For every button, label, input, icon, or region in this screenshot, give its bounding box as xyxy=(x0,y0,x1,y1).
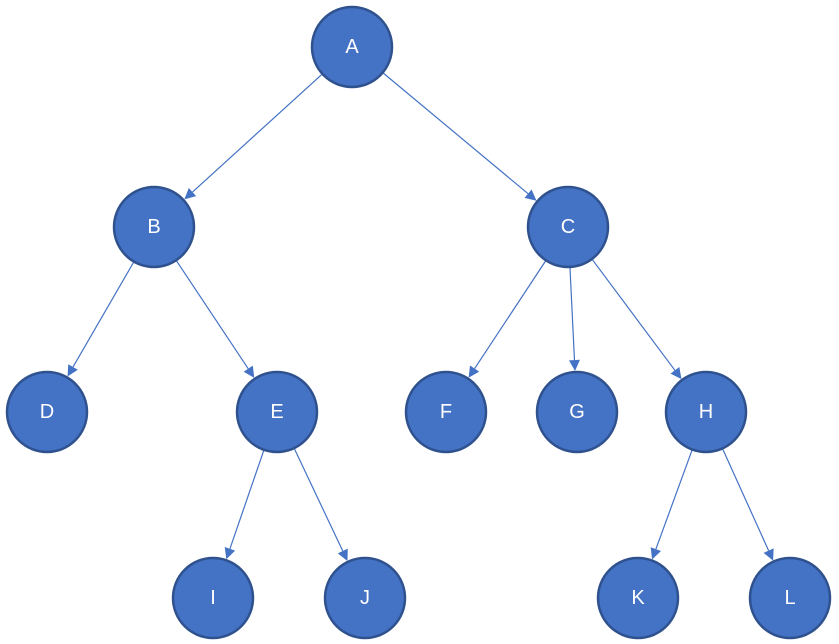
arrow-head xyxy=(650,547,662,560)
arrow-head xyxy=(763,548,774,561)
node-circle xyxy=(112,185,196,269)
edge-line xyxy=(382,72,529,195)
edge-A-C xyxy=(382,72,537,201)
node-label: G xyxy=(569,401,585,423)
node-circle xyxy=(535,370,619,454)
node-circle xyxy=(310,5,394,89)
edge-line xyxy=(474,260,547,369)
edge-H-K xyxy=(650,449,693,560)
edge-line xyxy=(229,449,265,550)
edge-C-F xyxy=(468,260,547,378)
arrow-head xyxy=(468,365,480,378)
arrow-head xyxy=(224,547,236,560)
arrow-head xyxy=(67,364,78,377)
node-L: L xyxy=(748,556,832,640)
edge-line xyxy=(175,259,249,370)
node-label: E xyxy=(270,401,283,423)
arrow-head xyxy=(337,548,348,561)
edge-B-D xyxy=(67,261,135,377)
arrow-head xyxy=(184,187,197,200)
node-label: B xyxy=(147,216,160,238)
node-circle xyxy=(404,370,488,454)
edge-C-H xyxy=(591,258,682,380)
node-label: D xyxy=(40,401,54,423)
edges-layer xyxy=(67,72,774,561)
node-circle xyxy=(526,185,610,269)
node-circle xyxy=(596,556,680,640)
node-J: J xyxy=(323,556,407,640)
edge-C-G xyxy=(568,266,580,372)
arrow-head xyxy=(670,367,682,380)
node-D: D xyxy=(5,370,89,454)
arrow-head xyxy=(524,189,537,201)
node-label: H xyxy=(699,401,713,423)
node-label: C xyxy=(561,216,575,238)
node-label: K xyxy=(631,587,645,609)
edge-A-B xyxy=(184,73,323,200)
node-B: B xyxy=(112,185,196,269)
edge-H-L xyxy=(721,448,774,561)
arrow-head xyxy=(243,365,255,378)
node-C: C xyxy=(526,185,610,269)
node-E: E xyxy=(235,370,319,454)
edge-line xyxy=(192,73,323,193)
node-label: A xyxy=(345,36,359,58)
edge-line xyxy=(569,266,576,361)
node-G: G xyxy=(535,370,619,454)
node-A: A xyxy=(310,5,394,89)
node-K: K xyxy=(596,556,680,640)
edge-line xyxy=(655,449,693,550)
node-circle xyxy=(323,556,407,640)
node-label: I xyxy=(210,587,216,609)
node-circle xyxy=(664,370,748,454)
node-circle xyxy=(5,370,89,454)
edge-B-E xyxy=(175,259,255,378)
edge-line xyxy=(72,261,135,368)
edge-line xyxy=(591,258,676,371)
node-F: F xyxy=(404,370,488,454)
edge-line xyxy=(721,448,770,551)
node-H: H xyxy=(664,370,748,454)
node-circle xyxy=(748,556,832,640)
node-label: L xyxy=(784,587,795,609)
edge-E-J xyxy=(293,447,348,561)
node-label: J xyxy=(360,587,370,609)
arrow-head xyxy=(568,359,580,372)
node-label: F xyxy=(440,401,452,423)
node-circle xyxy=(171,556,255,640)
edge-E-I xyxy=(224,449,265,560)
node-I: I xyxy=(171,556,255,640)
nodes-layer: A B C D E F G H I J K L xyxy=(5,5,832,640)
edge-line xyxy=(293,447,344,552)
node-circle xyxy=(235,370,319,454)
